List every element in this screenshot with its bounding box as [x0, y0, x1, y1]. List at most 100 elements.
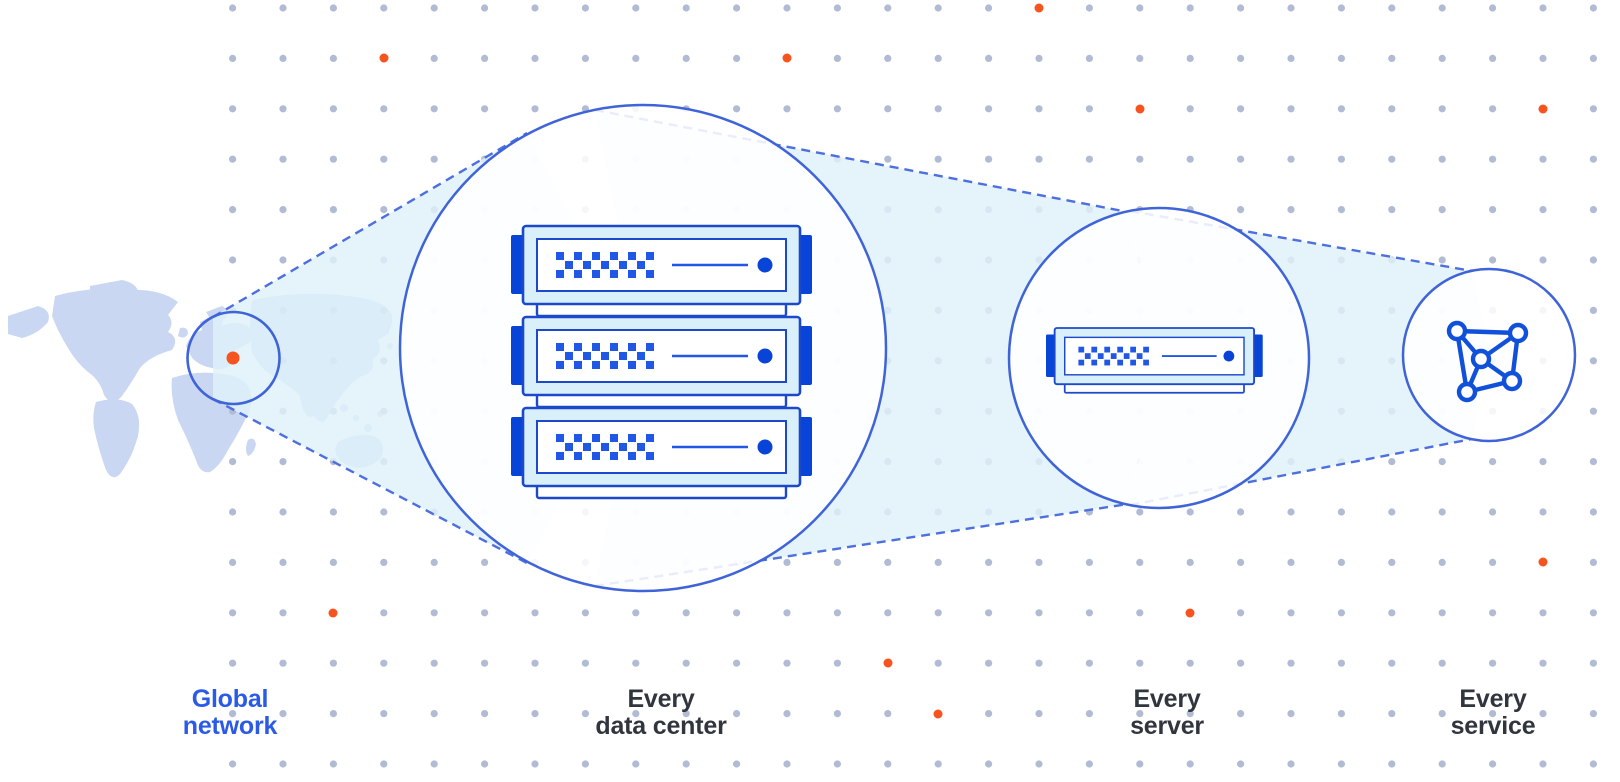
grid-dot — [632, 4, 640, 12]
grid-dot — [329, 508, 337, 516]
grid-dot — [1539, 458, 1547, 466]
grid-dot — [1539, 659, 1547, 667]
grid-dot — [329, 659, 337, 667]
grid-dot — [1035, 155, 1043, 163]
grid-dot — [1186, 4, 1194, 12]
grid-dot — [380, 155, 388, 163]
grid-dot — [481, 760, 489, 768]
grid-dot — [1388, 710, 1396, 718]
grid-dot — [1589, 306, 1597, 314]
global-region-circle — [186, 310, 281, 406]
grid-dot — [1539, 54, 1547, 63]
grid-dot — [1489, 458, 1497, 466]
grid-dot — [1539, 206, 1547, 214]
grid-dot — [682, 54, 690, 63]
accent-dot — [379, 53, 389, 63]
accent-dot — [883, 658, 893, 668]
grid-dot — [1287, 609, 1295, 617]
accent-dot — [933, 709, 943, 719]
grid-dot — [1337, 760, 1345, 768]
grid-dot — [329, 760, 337, 768]
grid-dot — [1438, 508, 1446, 516]
grid-dot — [1237, 659, 1245, 667]
grid-dot — [531, 609, 539, 617]
grid-dot — [985, 558, 993, 567]
grid-dot — [1136, 558, 1144, 567]
accent-dot — [1185, 608, 1195, 618]
grid-dot — [1438, 659, 1446, 667]
grid-dot — [934, 760, 942, 768]
grid-dot — [531, 54, 539, 63]
grid-dot — [1287, 206, 1295, 214]
grid-dot — [1489, 155, 1497, 163]
accent-dot — [1034, 3, 1044, 13]
grid-dot — [733, 760, 741, 768]
grid-dot — [934, 4, 942, 12]
grid-dot — [1337, 508, 1345, 516]
grid-dot — [1388, 609, 1396, 617]
grid-dot — [1589, 407, 1597, 415]
grid-dot — [1438, 4, 1446, 12]
grid-dot — [229, 609, 237, 617]
grid-dot — [1489, 256, 1497, 264]
grid-dot — [833, 54, 842, 63]
grid-dot — [1136, 710, 1144, 718]
grid-dot — [1337, 558, 1345, 567]
grid-dot — [1035, 710, 1043, 718]
grid-dot — [632, 760, 640, 768]
grid-dot — [1438, 558, 1446, 567]
accent-dot — [1135, 104, 1145, 114]
grid-dot — [481, 54, 489, 63]
grid-dot — [1388, 4, 1396, 12]
grid-dot — [1287, 54, 1295, 63]
grid-dot — [833, 659, 842, 667]
grid-dot — [531, 710, 539, 718]
grid-dot — [1186, 659, 1194, 667]
label-global-network: Global network — [183, 685, 278, 740]
grid-dot — [833, 609, 842, 617]
grid-dot — [380, 760, 388, 768]
grid-dot — [329, 155, 337, 163]
grid-dot — [430, 54, 438, 63]
grid-dot — [1489, 206, 1497, 214]
grid-dot — [1136, 54, 1144, 63]
grid-dot — [1489, 659, 1497, 667]
grid-dot — [481, 558, 489, 567]
grid-dot — [1539, 508, 1547, 516]
label-line: Global — [191, 685, 269, 713]
grid-dot — [279, 54, 287, 63]
grid-dot — [1136, 760, 1144, 768]
grid-dot — [1539, 4, 1547, 12]
grid-dot — [884, 54, 892, 63]
grid-dot — [1237, 760, 1245, 768]
grid-dot — [1539, 609, 1547, 617]
grid-dot — [1085, 105, 1093, 113]
label-every-server: Every server — [1130, 686, 1204, 740]
grid-dot — [1589, 4, 1597, 12]
grid-dot — [581, 609, 590, 617]
grid-dot — [1388, 558, 1396, 567]
grid-dot — [581, 659, 590, 667]
grid-dot — [581, 760, 590, 768]
grid-dot — [1388, 659, 1396, 667]
grid-dot — [380, 508, 388, 516]
grid-dot — [733, 54, 741, 63]
grid-dot — [884, 105, 892, 113]
grid-dot — [985, 54, 993, 63]
grid-dot — [783, 609, 791, 617]
grid-dot — [329, 4, 337, 12]
grid-dot — [1589, 54, 1597, 63]
grid-dot — [1035, 105, 1043, 113]
grid-dot — [329, 206, 337, 214]
grid-dot — [1287, 155, 1295, 163]
grid-dot — [229, 508, 237, 516]
grid-dot — [481, 710, 489, 718]
grid-dot — [934, 155, 942, 163]
grid-dot — [279, 710, 287, 718]
grid-dot — [1489, 760, 1497, 768]
grid-dot — [380, 710, 388, 718]
grid-dot — [985, 659, 993, 667]
grid-dot — [279, 760, 287, 768]
grid-dot — [279, 4, 287, 12]
grid-dot — [229, 558, 237, 567]
